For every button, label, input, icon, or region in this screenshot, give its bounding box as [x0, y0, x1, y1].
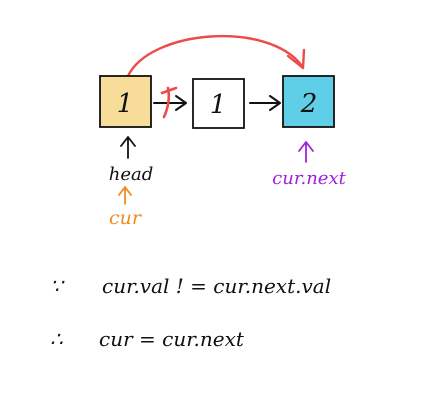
therefore-symbol: ∴ [50, 327, 63, 351]
because-symbol: ∵ [50, 274, 65, 298]
cur-pointer-arrow [118, 186, 132, 205]
redirect-arrow [126, 34, 304, 78]
node-1-box [99, 75, 152, 128]
cur-label: cur [109, 207, 143, 229]
condition-text: cur.val ! = cur.next.val [102, 274, 331, 298]
cur-next-label: cur.next [272, 168, 346, 189]
head-pointer-arrow [120, 136, 136, 159]
crossed-out-link-mark [160, 86, 178, 119]
link-arrow-2-3 [249, 95, 281, 111]
node-2-box [192, 78, 245, 129]
node-1-value: 1 [117, 89, 134, 119]
redirect-arrowhead [286, 48, 306, 70]
node-2-value: 1 [210, 90, 227, 120]
node-3-box [282, 75, 335, 128]
assignment-text: cur = cur.next [99, 327, 245, 351]
cur-next-pointer-arrow [298, 141, 314, 163]
node-3-value: 2 [300, 89, 318, 119]
head-label: head [109, 164, 154, 185]
